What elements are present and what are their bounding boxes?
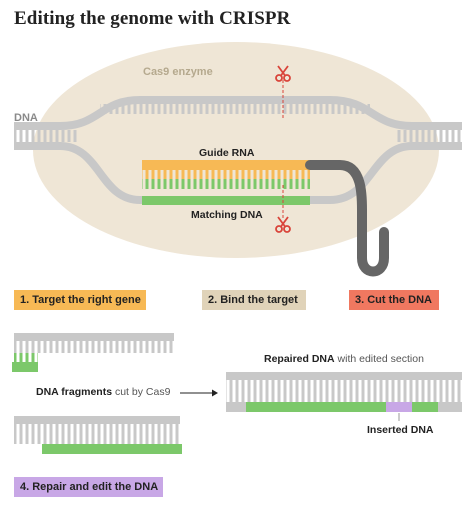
fragment2-rungs (14, 424, 180, 444)
dna-label: DNA (14, 112, 38, 124)
repaired-caption-bold: Repaired DNA (264, 353, 335, 365)
fragment1-rungs (14, 341, 174, 353)
repaired-green-right (412, 402, 438, 412)
repaired-rungs (226, 380, 462, 402)
fragment2-green-strand (42, 444, 182, 454)
fragments-caption-bold: DNA fragments (36, 386, 113, 398)
page-title: Editing the genome with CRISPR (14, 8, 291, 29)
repaired-green-left (246, 402, 386, 412)
arrow-right-icon (180, 389, 218, 397)
step-3-label: 3. Cut the DNA (349, 290, 439, 310)
repaired-grey-end-right (438, 402, 462, 412)
cas9-enzyme (33, 42, 439, 258)
inserted-dna-label: Inserted DNA (367, 424, 434, 436)
dna-rungs-right (396, 130, 462, 142)
repaired-inserted (386, 402, 412, 412)
dna-rungs-top (100, 104, 370, 114)
step-2-label: 2. Bind the target (202, 290, 306, 310)
repaired-caption: Repaired DNA with edited section (264, 353, 424, 365)
matching-dna-rungs (142, 179, 310, 189)
dna-rungs-left (14, 130, 78, 142)
repaired-grey-end (226, 402, 246, 412)
inserted-dna-caption: Inserted DNA (367, 424, 434, 436)
guide-rna-bar (142, 160, 310, 170)
step-1-label: 1. Target the right gene (14, 290, 146, 310)
fragment2-top-strand (14, 416, 180, 424)
dna-top-strand (14, 96, 462, 130)
matching-dna-bar (142, 196, 310, 205)
guide-rna-rungs (142, 170, 310, 179)
repaired-caption-rest: with edited section (337, 353, 424, 365)
rna-tail (305, 160, 389, 277)
fragments-caption: DNA fragments cut by Cas9 (36, 386, 170, 398)
fragment1-green-end (12, 362, 38, 372)
step-4-label: 4. Repair and edit the DNA (14, 477, 163, 497)
fragment1-rungs-green (14, 353, 38, 363)
scissors-icon (275, 216, 291, 233)
scissors-icon (275, 65, 291, 82)
cas9-enzyme-label: Cas9 enzyme (143, 66, 213, 78)
repaired-top-strand (226, 372, 462, 380)
fragment1-top-strand (14, 333, 174, 341)
matching-dna-label: Matching DNA (191, 209, 263, 221)
fragments-caption-rest: cut by Cas9 (114, 386, 171, 398)
guide-rna-label: Guide RNA (199, 147, 255, 159)
